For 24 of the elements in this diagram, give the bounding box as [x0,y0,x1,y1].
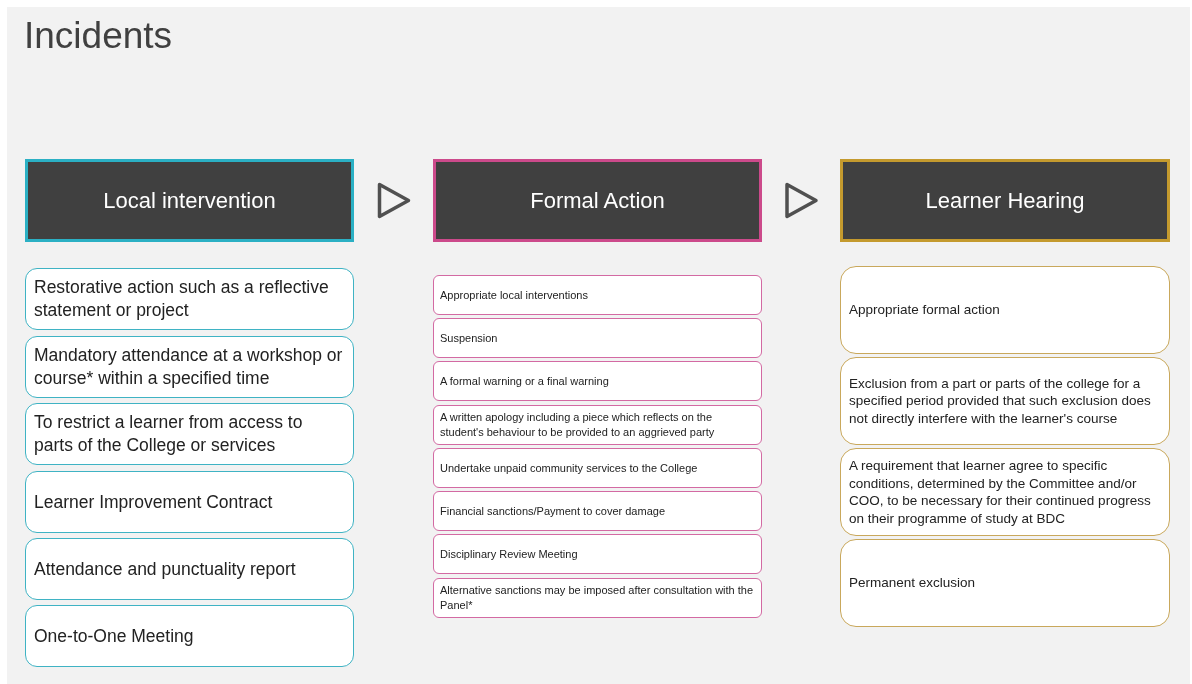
option-box: Disciplinary Review Meeting [433,534,762,574]
stage-header: Local intervention [25,159,354,242]
option-box: A written apology including a piece which reflects on the student's behaviour to be provided to an aggrieved party [433,405,762,445]
option-box: Mandatory attendance at a workshop or course* within a specified time [25,336,354,398]
option-box: Appropriate local interventions [433,275,762,315]
option-box: Restorative action such as a reflective statement or project [25,268,354,330]
option-box: Appropriate formal action [840,266,1170,354]
chevron-arrow [377,182,411,219]
title: Incidents [24,14,173,58]
option-box: Attendance and punctuality report [25,538,354,600]
option-box: A requirement that learner agree to specific conditions, determined by the Committee and/or COO, to be necessary for their continued progress on their programme of study at BDC [840,448,1170,536]
option-box: Permanent exclusion [840,539,1170,627]
stage-header: Formal Action [433,159,762,242]
option-box: Exclusion from a part or parts of the college for a specified period provided that such exclusion does not directly interfere with the learner's course [840,357,1170,445]
chevron-arrow [785,182,818,219]
option-box: Suspension [433,318,762,358]
option-box: A formal warning or a final warning [433,361,762,401]
option-box: To restrict a learner from access to parts of the College or services [25,403,354,465]
stage-header: Learner Hearing [840,159,1170,242]
option-box: Financial sanctions/Payment to cover damage [433,491,762,531]
option-box: Undertake unpaid community services to the College [433,448,762,488]
option-box: One-to-One Meeting [25,605,354,667]
option-box: Alternative sanctions may be imposed after consultation with the Panel* [433,578,762,618]
option-box: Learner Improvement Contract [25,471,354,533]
